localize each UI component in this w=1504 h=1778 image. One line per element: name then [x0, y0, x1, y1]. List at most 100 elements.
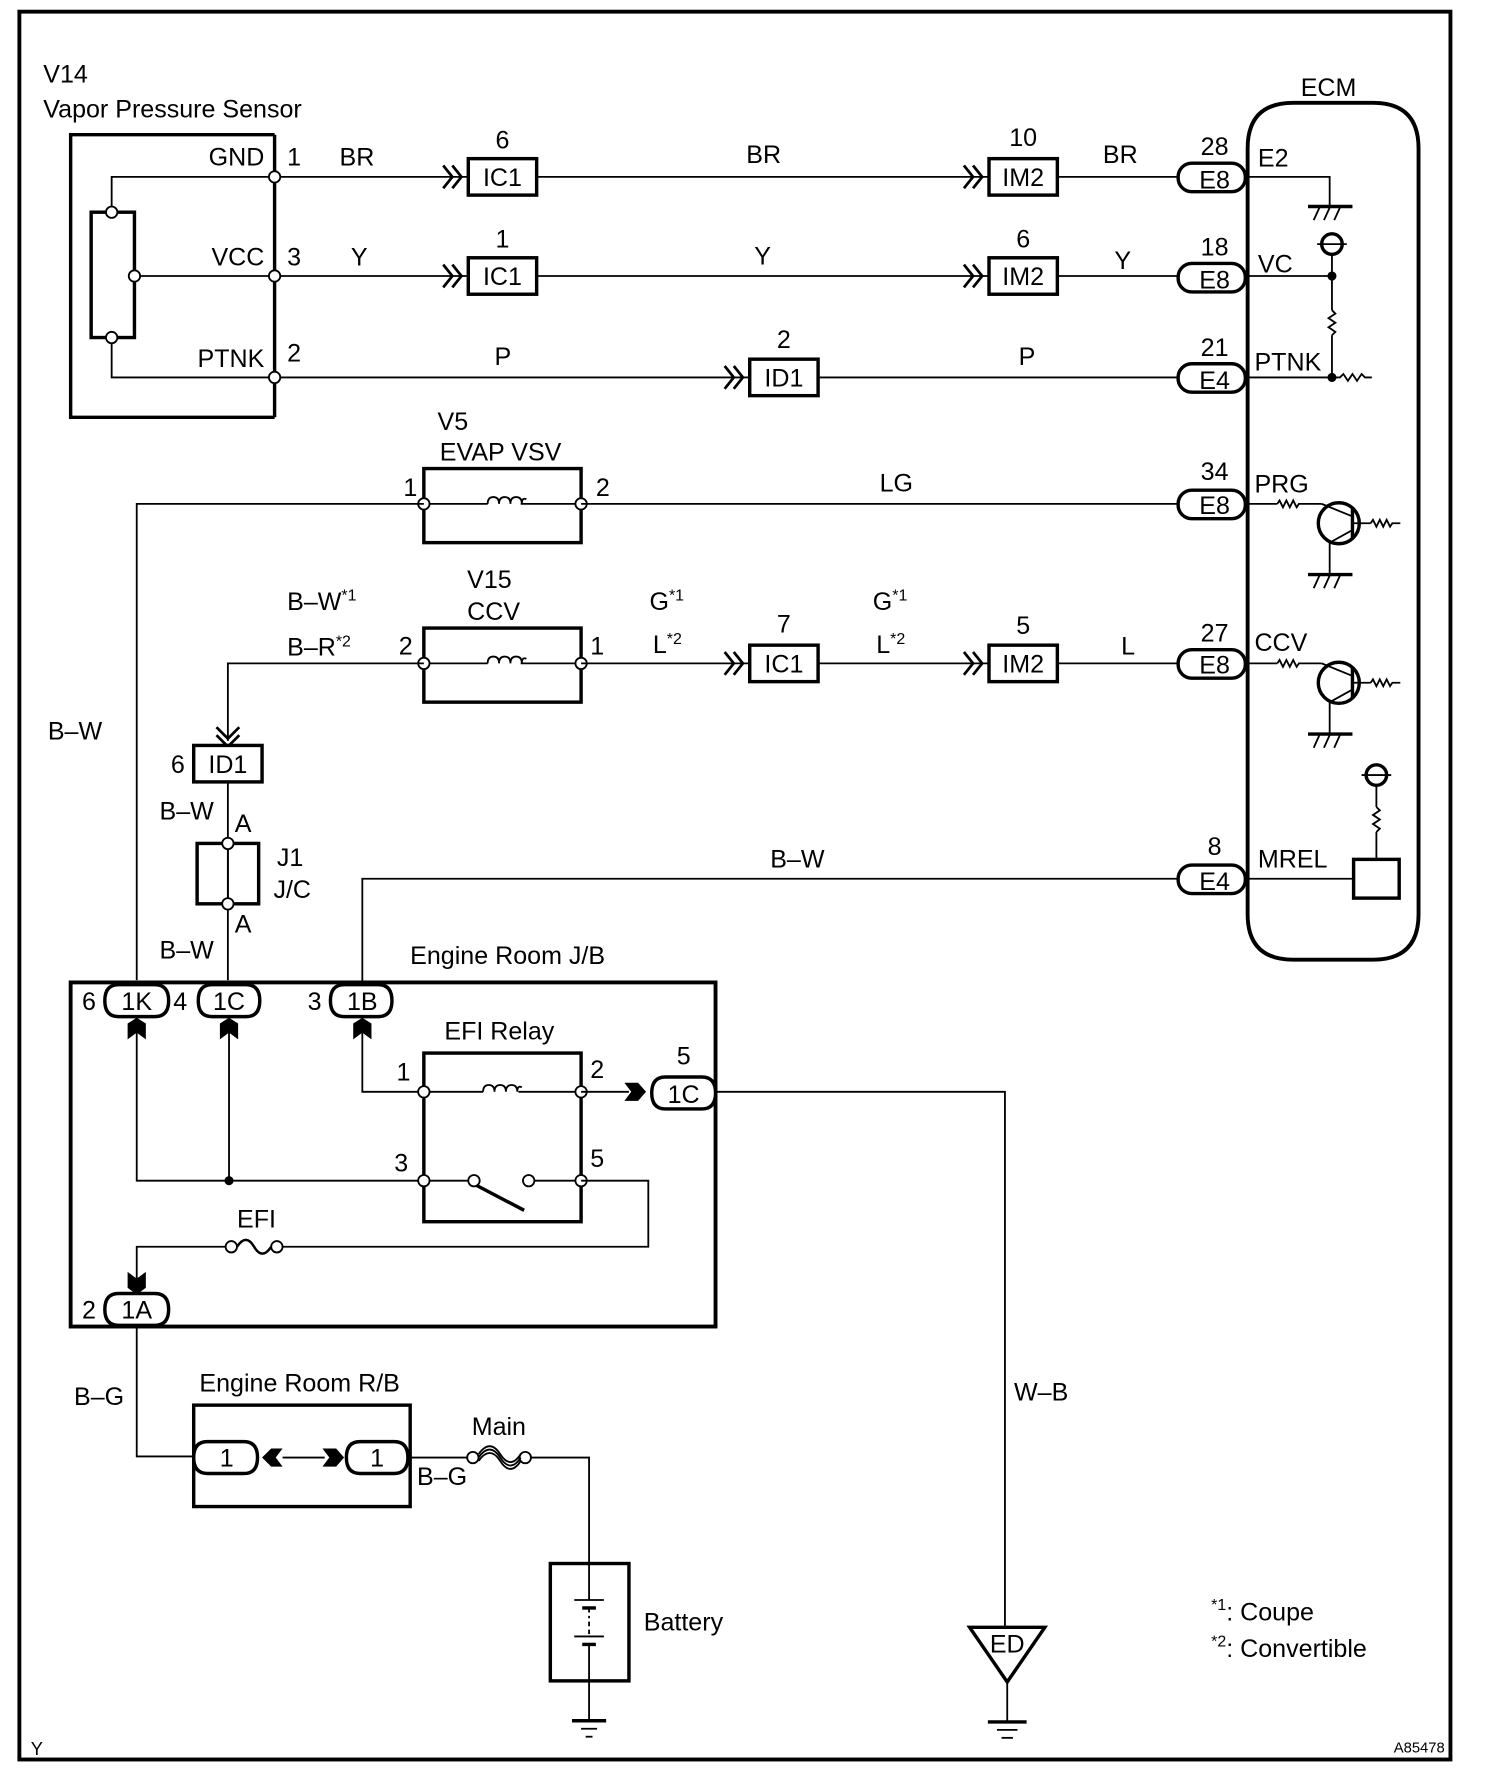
- ecm-terminal-vc[interactable]: E8 18 VC: [1176, 232, 1347, 378]
- j1-junction-connector[interactable]: A A J1 J/C: [195, 810, 311, 938]
- wire-color-bw: B–W: [48, 718, 103, 746]
- note-mark: *2: [1211, 1634, 1226, 1651]
- wire-gnd-br[interactable]: BR BR BR: [267, 141, 1177, 184]
- diagram-frame: [17, 9, 1453, 1762]
- jb-connector-1k[interactable]: 1K 6: [82, 983, 171, 1019]
- v14-code: V14: [43, 60, 88, 88]
- connector-ic1-6[interactable]: IC1 6: [442, 126, 539, 197]
- wire-color-y-2: Y: [754, 243, 771, 271]
- connector-im2-6[interactable]: IM2 6: [962, 226, 1060, 296]
- wire-color-y-1: Y: [351, 244, 368, 272]
- battery-label: Battery: [644, 1609, 724, 1637]
- note-mark: *1: [892, 588, 907, 605]
- fuse-icon: [235, 1238, 273, 1255]
- ecm-pin-number: 18: [1201, 233, 1229, 261]
- ground-point-label: ED: [990, 1630, 1025, 1658]
- jb-pin-number: 6: [82, 988, 96, 1016]
- drawing-id: A85478: [1394, 1741, 1445, 1757]
- jb-connector-1a[interactable]: 1A 2: [82, 1291, 171, 1328]
- v5-name: EVAP VSV: [440, 439, 562, 467]
- resistor-icon: [1371, 806, 1382, 833]
- connector-id1-pin: 2: [777, 326, 791, 354]
- connector-ic1-7[interactable]: IC1 7: [723, 611, 820, 684]
- wire-prg-lg[interactable]: LG: [581, 469, 1177, 505]
- wire-ccv-mid[interactable]: G*1 L*2 G*1 L*2 L: [581, 588, 1177, 665]
- wire-vcc-y[interactable]: Y Y Y: [267, 243, 1177, 283]
- j1-pin-a-top: A: [235, 810, 252, 838]
- ecm-terminal-name: E2: [1258, 145, 1289, 173]
- ground-icon: [1312, 207, 1341, 221]
- svg-text:L*2: L*2: [876, 631, 905, 659]
- wire-color-br-convertible: B–R: [287, 633, 336, 661]
- rb-pin-left: 1: [220, 1445, 234, 1473]
- connector-id1-pin: 6: [171, 751, 185, 779]
- transistor-icon: [1308, 501, 1401, 589]
- v14-pin-3: 3: [287, 244, 301, 272]
- connector-im2-10[interactable]: IM2 10: [962, 124, 1060, 197]
- v5-evap-vsv[interactable]: V5 EVAP VSV 1 2: [403, 408, 610, 545]
- connector-im2-5[interactable]: IM2 5: [962, 612, 1060, 684]
- wire-color-bw: B–W: [160, 937, 215, 965]
- wire-color-br-1: BR: [340, 143, 375, 171]
- jb-pin-number: 4: [173, 988, 187, 1016]
- wire-color-br-3: BR: [1103, 141, 1138, 169]
- v15-name: CCV: [467, 598, 520, 626]
- wire-color-l: L: [876, 631, 890, 659]
- connector-im2-label: IM2: [1002, 263, 1044, 291]
- ecm-pin-number: 21: [1201, 334, 1229, 362]
- battery[interactable]: Battery: [548, 1561, 724, 1738]
- efi-fuse[interactable]: EFI: [224, 1205, 284, 1255]
- connector-id1-2[interactable]: ID1 2: [723, 326, 820, 398]
- ecm-terminal-ptnk[interactable]: E4 21 PTNK: [1176, 334, 1372, 395]
- wire-ccv-left[interactable]: B–W*1 B–R*2: [215, 588, 424, 749]
- ecm-pin-number: 28: [1201, 133, 1229, 161]
- ecm-terminal-prg[interactable]: E8 34 PRG: [1176, 458, 1401, 589]
- ecm-conn-label: E8: [1199, 166, 1230, 194]
- relay-pin-3: 3: [394, 1150, 408, 1178]
- wire-wb-ground[interactable]: W–B: [715, 1090, 1069, 1628]
- wire-mrel-bw[interactable]: B–W: [361, 845, 1177, 985]
- efi-fuse-label: EFI: [237, 1205, 276, 1233]
- wire-bg-top[interactable]: B–G: [74, 1325, 194, 1458]
- relay-coil-icon: [482, 1084, 523, 1092]
- ecm-terminal-mrel[interactable]: E4 8 MREL: [1176, 763, 1401, 900]
- connector-im2-pin: 6: [1016, 226, 1030, 254]
- jb-connector-1c[interactable]: 1C 4: [173, 983, 262, 1019]
- wire-color-y-3: Y: [1114, 247, 1131, 275]
- v14-vapor-pressure-sensor[interactable]: V14 Vapor Pressure Sensor GND VCC PTNK 1…: [43, 60, 302, 420]
- connector-id1-label: ID1: [764, 365, 803, 393]
- note-mark: *1: [669, 588, 684, 605]
- svg-text:*1: Coupe: *1: Coupe: [1211, 1597, 1314, 1626]
- connector-ic1-1[interactable]: IC1 1: [442, 226, 539, 296]
- jb-connector-1b[interactable]: 1B 3: [308, 983, 394, 1019]
- ecm-pin-number: 34: [1201, 458, 1229, 486]
- connector-id1-6[interactable]: ID1 6: [171, 743, 264, 784]
- note-mark: *2: [336, 633, 351, 650]
- wire-ptnk-p[interactable]: P P: [267, 343, 1177, 385]
- jb-conn-label: 1A: [121, 1297, 152, 1325]
- j1-name: J/C: [273, 876, 311, 904]
- engine-room-rb[interactable]: Engine Room R/B 1 1: [191, 1369, 412, 1509]
- ecm-conn-label: E8: [1199, 652, 1230, 680]
- wire-bg-main[interactable]: B–G: [410, 1456, 468, 1491]
- ecm-conn-label: E8: [1199, 267, 1230, 295]
- note-coupe: : Coupe: [1226, 1598, 1314, 1626]
- ecm[interactable]: ECM: [1245, 74, 1421, 962]
- connector-ic1-label: IC1: [764, 651, 803, 679]
- ground-point-ed[interactable]: ED: [966, 1625, 1049, 1739]
- ecm-pin-number: 27: [1201, 620, 1229, 648]
- ecm-terminal-e2[interactable]: E8 28 E2: [1176, 133, 1353, 221]
- jb-connector-1c-5[interactable]: 1C 5: [650, 1042, 718, 1111]
- efi-relay[interactable]: EFI Relay 1 2 3 5: [394, 1017, 604, 1224]
- ecm-terminal-ccv[interactable]: E8 27 CCV: [1176, 620, 1401, 749]
- v15-ccv[interactable]: V15 CCV 2 1: [399, 566, 604, 704]
- ecm-terminal-name: CCV: [1254, 629, 1307, 657]
- v15-pin-2: 2: [399, 632, 413, 660]
- wire-bw-left[interactable]: B–W: [48, 502, 424, 981]
- resistor-icon: [1331, 372, 1372, 383]
- note-mark: *1: [341, 588, 356, 605]
- engine-room-jb[interactable]: Engine Room J/B 1K 6 1C 4 1B 3 EFI Rela: [68, 942, 718, 1329]
- wire-bw-j1[interactable]: B–W B–W: [160, 781, 229, 981]
- main-fuse[interactable]: Main: [466, 1413, 590, 1564]
